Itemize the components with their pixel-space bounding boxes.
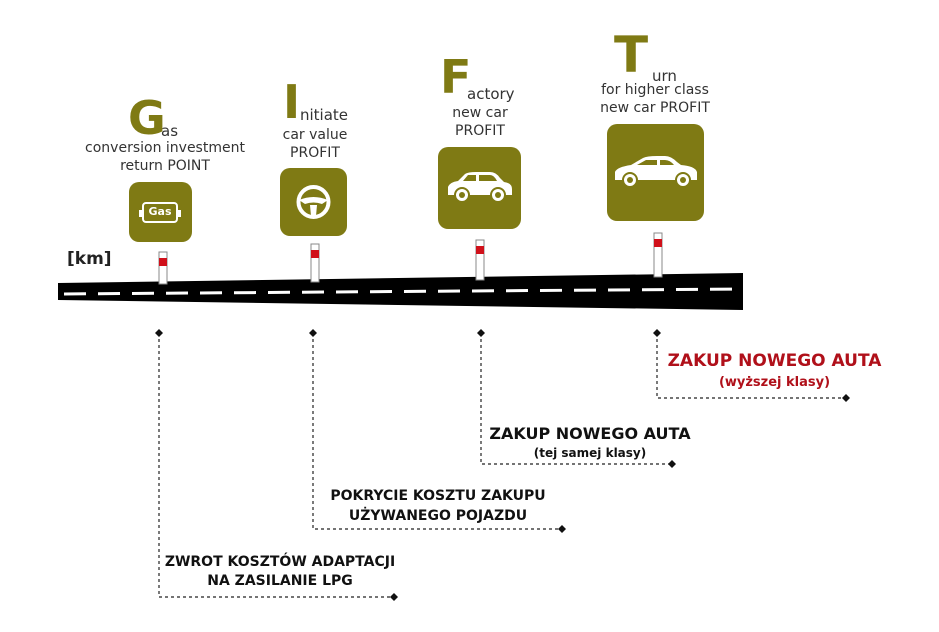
leader-dot-2a	[309, 329, 317, 337]
leader-dot-1a	[155, 329, 163, 337]
steering-wheel-icon	[296, 185, 331, 219]
label-1-line-1: ZWROT KOSZTÓW ADAPTACJI	[164, 554, 396, 570]
leader-dot-3a	[477, 329, 485, 337]
sedan-tile	[607, 124, 704, 221]
label-3: ZAKUP NOWEGO AUTA (tej samej klasy)	[484, 423, 696, 462]
milestone-4-rest: urn	[652, 67, 677, 85]
milestone-3-letter: F	[440, 50, 472, 104]
milestone-1-caption-line-2: return POINT	[120, 158, 210, 174]
milestone-2-caption-line-1: car value	[282, 127, 348, 143]
milestone-2-caption-line-2: PROFIT	[290, 145, 340, 161]
label-2: POKRYCIE KOSZTU ZAKUPU UŻYWANEGO POJAZDU	[318, 486, 558, 526]
milestone-post-4	[653, 232, 663, 278]
milestone-3-rest: actory	[467, 85, 515, 103]
label-1-line-2: NA ZASILANIE LPG	[207, 573, 353, 589]
steering-tile	[280, 168, 347, 236]
label-2-line-1: POKRYCIE KOSZTU ZAKUPU	[330, 488, 546, 504]
sedan-car-icon	[615, 156, 697, 188]
label-4-line-1: ZAKUP NOWEGO AUTA	[667, 351, 882, 371]
milestone-2-rest: nitiate	[300, 106, 349, 124]
leader-line-3	[480, 333, 672, 465]
label-4: ZAKUP NOWEGO AUTA (wyższej klasy)	[662, 350, 887, 393]
milestone-4-caption-line-2: new car PROFIT	[600, 100, 710, 116]
hatchback-tile	[438, 147, 521, 229]
leader-line-1	[158, 333, 394, 598]
milestone-post-1	[158, 251, 168, 285]
milestone-4-caption-line-1: for higher class	[601, 82, 709, 98]
gas-icon-text: Gas	[148, 205, 172, 218]
leader-dot-3b	[668, 460, 676, 468]
milestone-1-letter: G	[128, 91, 166, 145]
label-2-line-2: UŻYWANEGO POJAZDU	[348, 508, 528, 524]
road	[58, 273, 743, 310]
leader-dot-4b	[842, 394, 850, 402]
hatchback-car-icon	[448, 172, 512, 203]
leader-dot-2b	[558, 525, 566, 533]
milestone-3-caption-line-2: PROFIT	[455, 123, 505, 139]
label-3-line-2: (tej samej klasy)	[533, 446, 647, 460]
label-4-line-2: (wyższej klasy)	[718, 375, 831, 390]
milestone-4-caption: for higher class new car PROFIT	[575, 81, 735, 117]
milestone-1-rest: as	[161, 122, 179, 140]
leader-dot-1b	[390, 593, 398, 601]
milestone-3-caption-line-1: new car	[452, 105, 508, 121]
label-1: ZWROT KOSZTÓW ADAPTACJI NA ZASILANIE LPG	[160, 553, 400, 591]
milestone-2-caption: car value PROFIT	[245, 126, 385, 162]
label-3-line-1: ZAKUP NOWEGO AUTA	[489, 424, 691, 443]
milestone-post-2	[310, 243, 320, 283]
axis-label: [km]	[67, 249, 112, 269]
leader-line-2	[312, 333, 562, 530]
milestone-2-letter: I	[283, 75, 301, 129]
gas-icon: Gas	[139, 202, 181, 223]
milestone-3-caption: new car PROFIT	[415, 104, 545, 140]
road-center-dashes	[63, 287, 739, 296]
leader-dot-4a	[653, 329, 661, 337]
milestone-1-caption-line-1: conversion investment	[85, 140, 245, 156]
milestone-4-letter: T	[614, 26, 649, 84]
milestone-1-caption: conversion investment return POINT	[60, 139, 270, 175]
gas-tile: Gas	[129, 182, 192, 242]
milestone-post-3	[475, 239, 485, 281]
